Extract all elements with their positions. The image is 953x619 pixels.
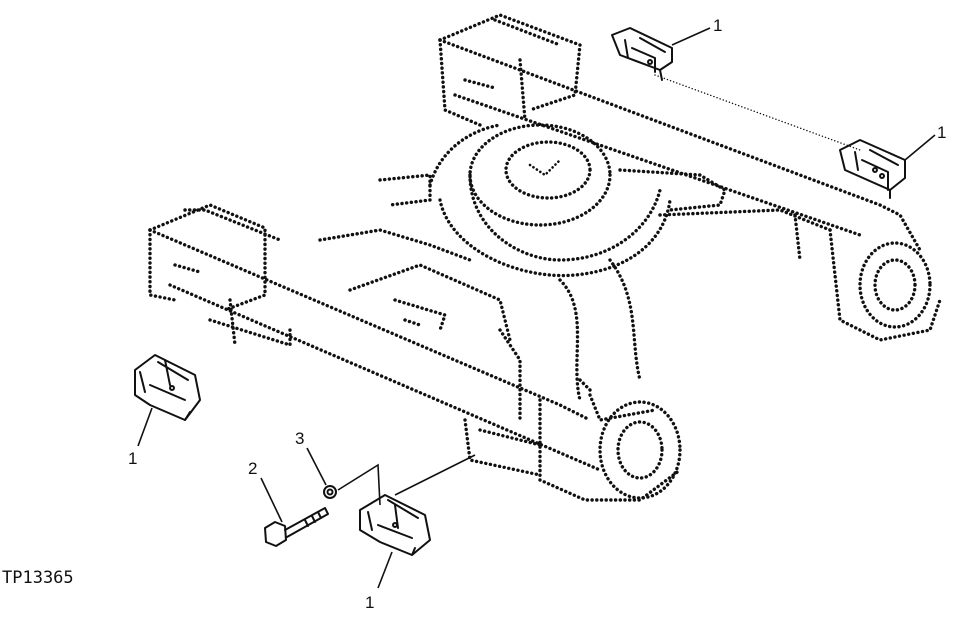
washer: [323, 485, 337, 499]
track-guard-right: [839, 139, 906, 199]
track-guard-left: [134, 354, 201, 421]
callout-2: 2: [248, 459, 257, 478]
cap-screw: [264, 507, 329, 547]
callout-1-right: 1: [937, 123, 946, 142]
figure-id-label: TP13365: [2, 568, 74, 588]
track-guard-top: [611, 27, 673, 81]
assembly-lines: [337, 74, 861, 506]
track-frame-phantom: [148, 13, 942, 502]
callout-1-left: 1: [128, 449, 137, 468]
callout-1-bottom: 1: [365, 593, 374, 612]
callout-3: 3: [295, 429, 304, 448]
track-guard-bottom: [359, 494, 431, 556]
callout-1-top: 1: [713, 16, 722, 35]
callout-leaders: [137, 27, 936, 589]
